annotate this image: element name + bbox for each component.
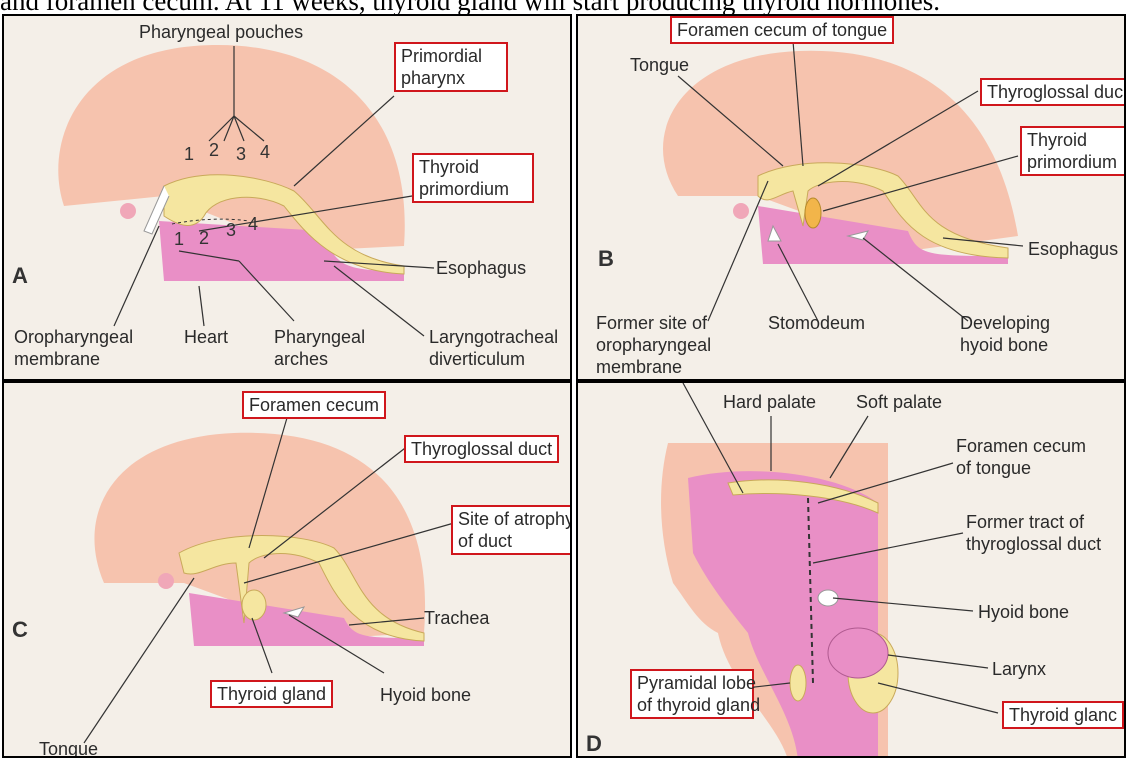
label-thyroglossal-duct: Thyroglossal duct	[404, 435, 559, 463]
label-former-site-line3: membrane	[596, 356, 711, 378]
label-trachea: Trachea	[424, 607, 489, 629]
label-former-tract-line1: Former tract of	[966, 511, 1101, 533]
label-atrophy-line1: Site of atrophy	[458, 508, 568, 530]
label-pyramidal-line1: Pyramidal lobe	[637, 672, 747, 694]
panel-a: Pharyngeal pouches Primordial pharynx Th…	[2, 14, 572, 381]
label-laryngo-line2: diverticulum	[429, 348, 558, 370]
panel-b-letter: B	[598, 246, 614, 272]
label-former-site-line1: Former site of	[596, 312, 711, 334]
label-laryngo-line1: Laryngotracheal	[429, 326, 558, 348]
label-former-site-line2: oropharyngeal	[596, 334, 711, 356]
label-arches-line1: Pharyngeal	[274, 326, 365, 348]
label-thyroid-primordium: Thyroid primordium	[412, 153, 534, 203]
label-pyramidal-line2: of thyroid gland	[637, 694, 747, 716]
label-esophagus: Esophagus	[436, 257, 526, 279]
label-tongue: Tongue	[630, 54, 689, 76]
label-hyoid-bone: Hyoid bone	[978, 601, 1069, 623]
pouch-number-2: 2	[209, 140, 219, 161]
label-pharyngeal-pouches: Pharyngeal pouches	[139, 21, 303, 43]
label-heart: Heart	[184, 326, 228, 348]
label-pharyngeal-arches: Pharyngeal arches	[274, 326, 365, 370]
label-thyroid-primordium-line2: primordium	[1027, 151, 1126, 173]
label-hard-palate: Hard palate	[723, 391, 816, 413]
panel-c-letter: C	[12, 617, 28, 643]
label-atrophy-line2: of duct	[458, 530, 568, 552]
label-laryngotracheal-diverticulum: Laryngotracheal diverticulum	[429, 326, 558, 370]
label-thyroid-primordium-line2: primordium	[419, 178, 527, 200]
label-thyroglossal-duct: Thyroglossal duc	[980, 78, 1126, 106]
label-oropharyngeal-membrane: Oropharyngeal membrane	[14, 326, 133, 370]
label-primordial-pharynx-line1: Primordial	[401, 45, 501, 67]
label-foramen-line2: of tongue	[956, 457, 1086, 479]
label-pyramidal-lobe: Pyramidal lobe of thyroid gland	[630, 669, 754, 719]
panel-d-letter: D	[586, 731, 602, 757]
label-thyroid-primordium-line1: Thyroid	[419, 156, 527, 178]
arch-number-2: 2	[199, 228, 209, 249]
label-former-site: Former site of oropharyngeal membrane	[596, 312, 711, 378]
label-foramen-cecum-of-tongue: Foramen cecum of tongue	[956, 435, 1086, 479]
label-foramen-cecum-of-tongue: Foramen cecum of tongue	[670, 16, 894, 44]
label-former-tract-line2: thyroglossal duct	[966, 533, 1101, 555]
label-tongue: Tongue	[39, 738, 98, 758]
arch-number-3: 3	[226, 220, 236, 241]
label-former-tract: Former tract of thyroglossal duct	[966, 511, 1101, 555]
pouch-number-1: 1	[184, 144, 194, 165]
label-foramen-line1: Foramen cecum	[956, 435, 1086, 457]
label-primordial-pharynx: Primordial pharynx	[394, 42, 508, 92]
label-soft-palate: Soft palate	[856, 391, 942, 413]
pouch-number-4: 4	[260, 142, 270, 163]
panel-c: Foramen cecum Thyroglossal duct Site of …	[2, 381, 572, 758]
label-thyroid-primordium: Thyroid primordium	[1020, 126, 1126, 176]
pouch-number-3: 3	[236, 144, 246, 165]
label-thyroid-primordium-line1: Thyroid	[1027, 129, 1126, 151]
label-hyoid-line1: Developing	[960, 312, 1050, 334]
label-thyroid-gland: Thyroid glanc	[1002, 701, 1124, 729]
label-foramen-cecum: Foramen cecum	[242, 391, 386, 419]
label-developing-hyoid-bone: Developing hyoid bone	[960, 312, 1050, 356]
label-esophagus: Esophagus	[1028, 238, 1118, 260]
panel-b: Foramen cecum of tongue Tongue Thyroglos…	[576, 14, 1126, 381]
label-site-of-atrophy: Site of atrophy of duct	[451, 505, 572, 555]
label-hyoid-bone: Hyoid bone	[380, 684, 471, 706]
label-arches-line2: arches	[274, 348, 365, 370]
panel-d: Hard palate Soft palate Foramen cecum of…	[576, 381, 1126, 758]
label-larynx: Larynx	[992, 658, 1046, 680]
arch-number-4: 4	[248, 214, 258, 235]
arch-number-1: 1	[174, 229, 184, 250]
label-stomodeum: Stomodeum	[768, 312, 865, 334]
label-oropharyngeal-line1: Oropharyngeal	[14, 326, 133, 348]
label-thyroid-gland: Thyroid gland	[210, 680, 333, 708]
label-hyoid-line2: hyoid bone	[960, 334, 1050, 356]
label-oropharyngeal-line2: membrane	[14, 348, 133, 370]
panel-a-letter: A	[12, 263, 28, 289]
label-primordial-pharynx-line2: pharynx	[401, 67, 501, 89]
